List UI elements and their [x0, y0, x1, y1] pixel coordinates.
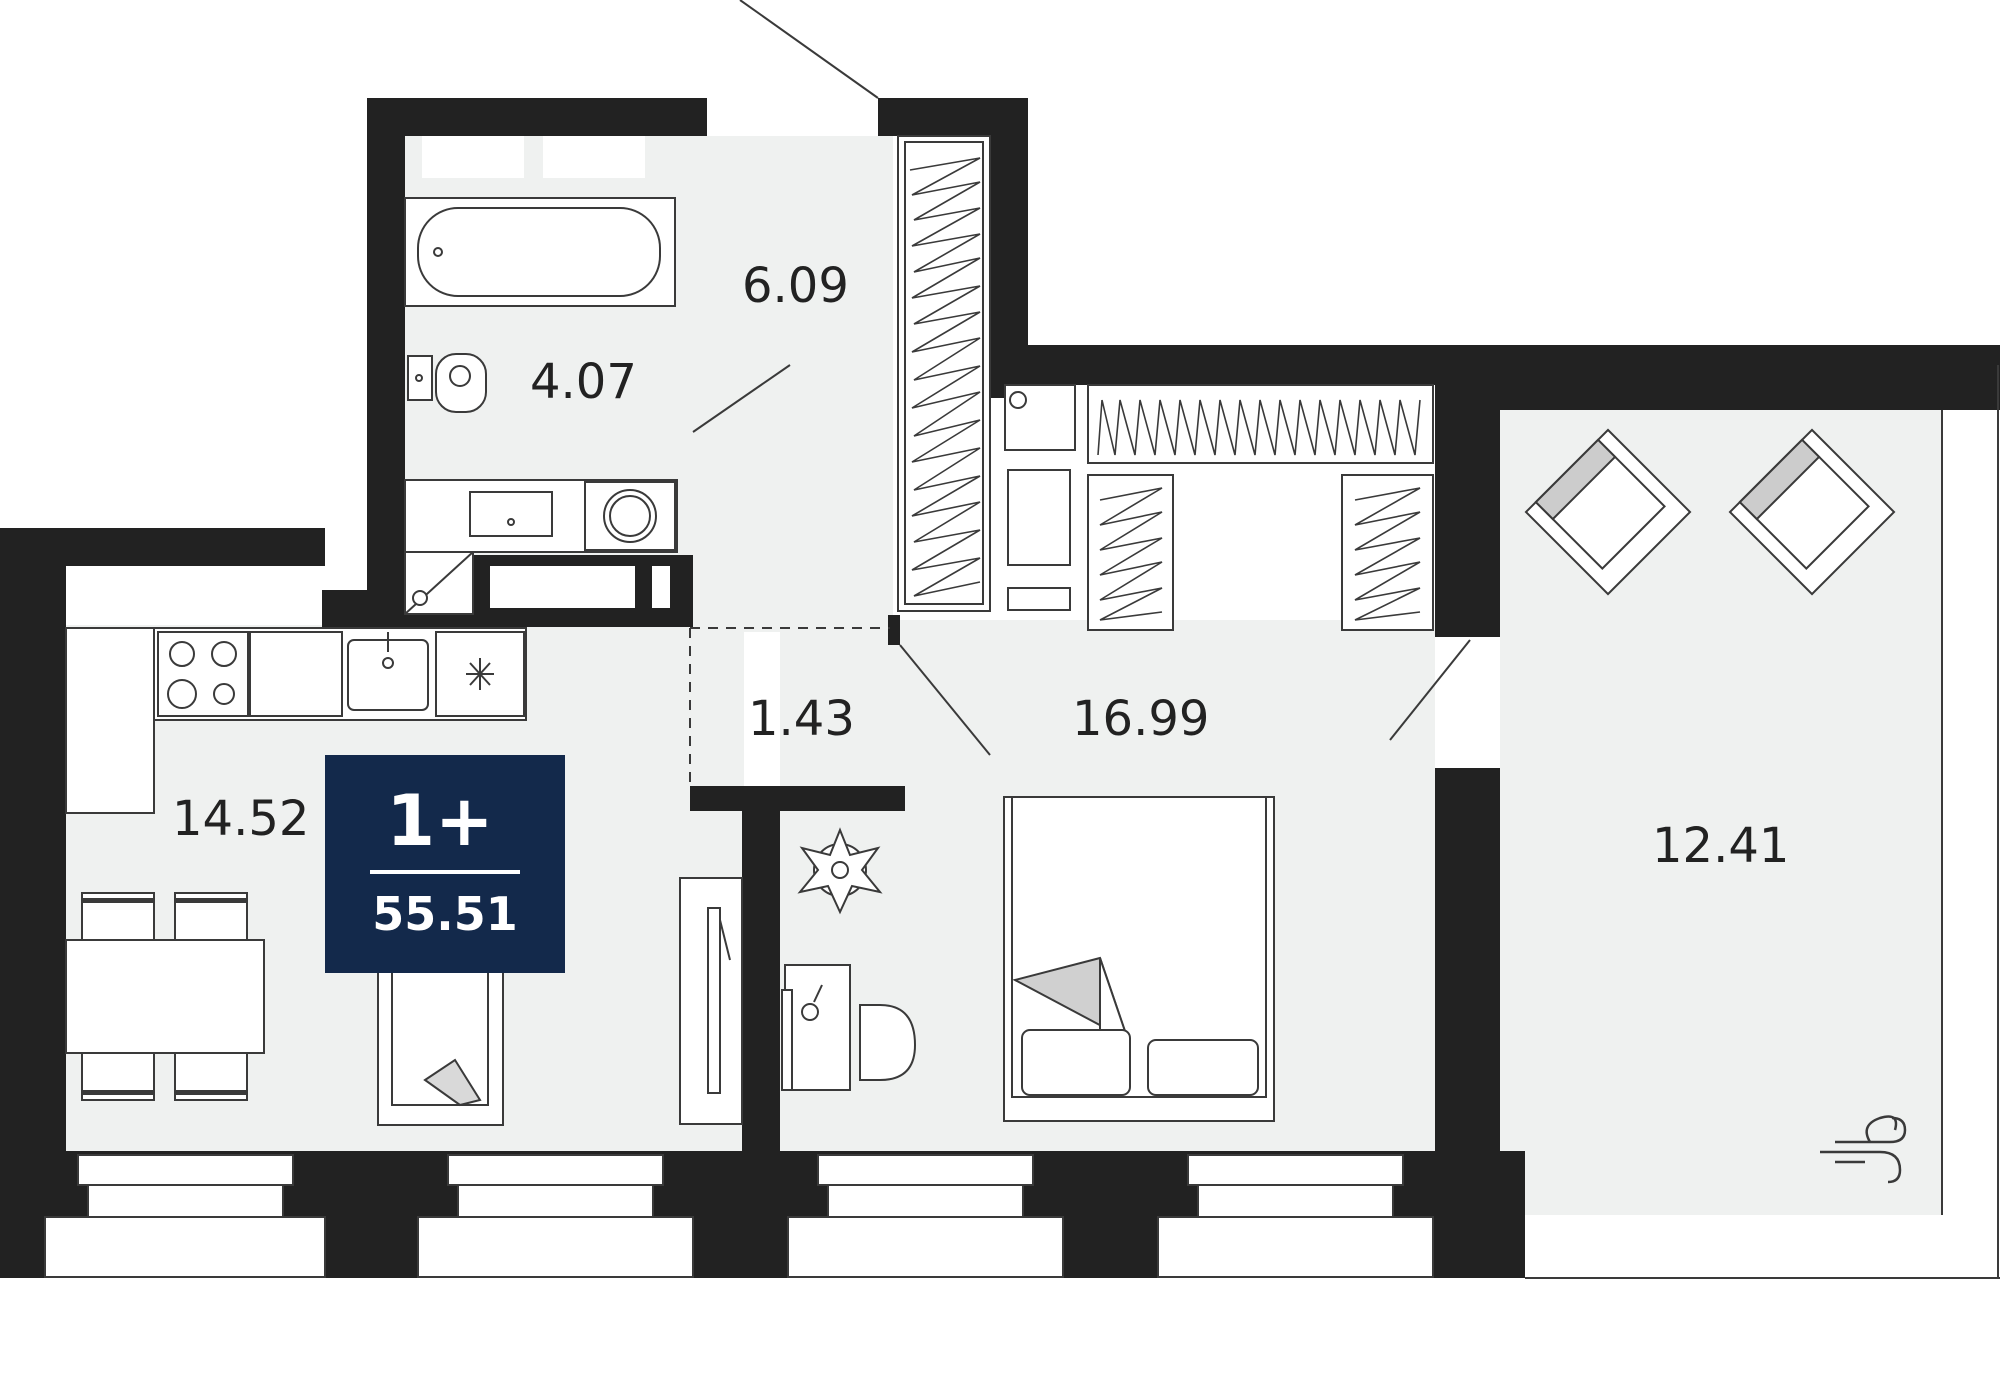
area-corridor: 1.43 — [748, 691, 855, 747]
window-bedroom-1 — [817, 1154, 1034, 1186]
window-below-bath-1 — [490, 566, 635, 608]
area-kitchen-living: 14.52 — [172, 791, 309, 847]
washing-machine-icon — [584, 481, 676, 551]
badge-background — [325, 755, 565, 973]
window-below-bath-2 — [652, 566, 670, 608]
shower-icon — [404, 551, 474, 615]
window-bedroom-1-ext — [787, 1216, 1064, 1278]
window-bedroom-1-sill — [827, 1184, 1024, 1218]
entrance-door — [739, 0, 879, 99]
wall-kitchen-bedroom — [742, 800, 780, 1152]
wall-balcony-right — [1935, 345, 2000, 410]
wall-balcony-top — [1435, 345, 1935, 410]
window-kitchen-2-ext — [417, 1216, 694, 1278]
window-bath-1 — [422, 136, 524, 178]
wall-kitchen-top-step — [322, 590, 405, 628]
balcony-glazing — [1525, 1215, 2000, 1280]
area-labels: 6.09 4.07 1.43 14.52 16.99 12.41 — [172, 258, 1789, 874]
window-kitchen-1 — [77, 1154, 294, 1186]
bed-icon — [1003, 796, 1275, 1122]
toilet-icon — [407, 353, 487, 413]
chair-icon — [859, 1004, 917, 1081]
area-balcony: 12.41 — [1652, 818, 1789, 874]
bathtub-icon — [404, 197, 676, 307]
bedroom-wardrobe — [1004, 384, 1434, 631]
apartment-badge: 1+ 55.51 — [325, 755, 565, 973]
fridge-icon — [435, 631, 525, 717]
window-bedroom-2-sill — [1197, 1184, 1394, 1218]
bedroom-wardrobe-hatching — [1097, 399, 1421, 621]
sink-icon — [469, 491, 553, 537]
tv-icon — [679, 877, 743, 1125]
wall-corridor-bottom — [690, 786, 905, 811]
window-kitchen-1-ext — [44, 1216, 326, 1278]
window-kitchen-1-sill — [87, 1184, 284, 1218]
stove-icon — [157, 631, 249, 717]
area-bathroom: 4.07 — [530, 354, 637, 410]
wall-hall-stub — [880, 98, 910, 136]
kitchen-sink-icon — [249, 631, 429, 717]
area-bedroom: 16.99 — [1072, 691, 1209, 747]
badge-rooms: 1+ — [386, 780, 493, 862]
floor-hall — [693, 136, 893, 632]
door-swings — [692, 364, 1471, 756]
window-bedroom-2 — [1187, 1154, 1404, 1186]
plant-icon — [797, 827, 883, 915]
sofa-icon — [377, 969, 504, 1126]
window-kitchen-2-sill — [457, 1184, 654, 1218]
window-bedroom-2-ext — [1157, 1216, 1434, 1278]
window-kitchen-top-1 — [82, 566, 102, 608]
window-bath-2 — [543, 136, 645, 178]
area-hall: 6.09 — [742, 258, 849, 314]
wall-door-jamb — [888, 615, 900, 645]
door-bath — [692, 364, 791, 433]
windows-bottom — [44, 1154, 1434, 1278]
wall-bath-top — [367, 98, 707, 136]
window-kitchen-top-2 — [122, 566, 284, 608]
wall-bath-left — [367, 98, 405, 593]
wardrobe-hatching — [909, 157, 981, 597]
window-kitchen-2 — [447, 1154, 664, 1186]
armchair-icon — [1524, 428, 1896, 596]
desk-icon — [781, 964, 851, 1091]
wall-balcony-partition-top — [1435, 385, 1500, 637]
badge-total-area: 55.51 — [372, 887, 518, 941]
ventilation-icon — [1820, 1115, 1907, 1184]
windows-top — [82, 136, 670, 608]
door-balcony — [1389, 639, 1471, 741]
chair-stripes — [82, 898, 247, 1095]
corridor-boundary — [689, 627, 890, 790]
door-bedroom — [899, 644, 991, 756]
